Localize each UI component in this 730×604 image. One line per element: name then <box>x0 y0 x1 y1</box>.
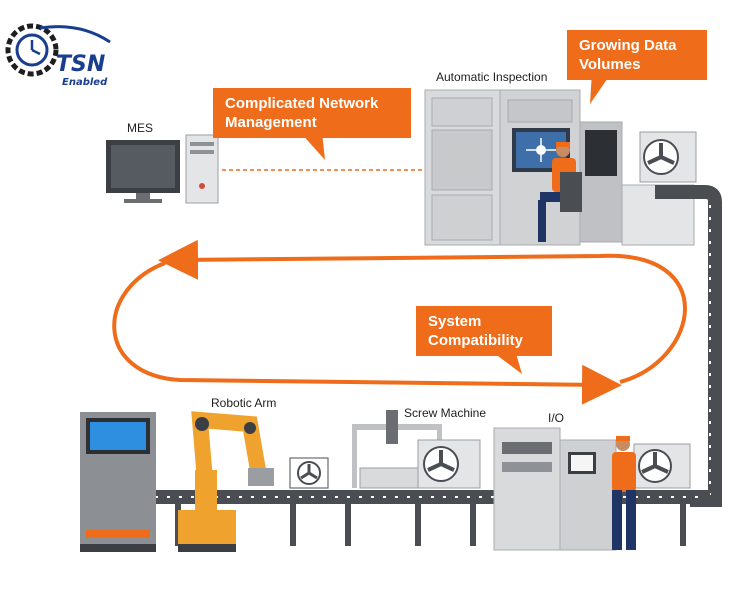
robotic-arm-label: Robotic Arm <box>211 396 277 410</box>
callout-network-line1: Complicated Network <box>225 95 379 112</box>
logo-title: TSN <box>56 52 106 77</box>
callout-system-compatibility: System Compatibility <box>416 306 552 356</box>
mes-label: MES <box>127 121 154 135</box>
io-cabinet <box>493 427 691 551</box>
screw-machine <box>352 410 481 489</box>
callout-compat-line1: System <box>428 313 482 330</box>
logo-subtitle: Enabled <box>62 77 108 88</box>
automatic-inspection-label: Automatic Inspection <box>436 70 548 84</box>
callout-network-management: Complicated Network Management <box>213 88 411 138</box>
callout-growing-data: Growing Data Volumes <box>567 30 707 80</box>
mes-computer-icon <box>106 134 219 204</box>
volumes-callout-pointer <box>590 72 612 104</box>
tsn-logo-icon <box>5 23 111 77</box>
callout-volumes-line1: Growing Data <box>579 37 677 54</box>
robotic-arm <box>178 411 274 552</box>
callout-volumes-line2: Volumes <box>579 56 641 73</box>
network-callout-pointer <box>300 132 325 160</box>
fan-unit <box>289 457 329 489</box>
control-terminal <box>80 412 156 552</box>
cycle-arrow-bottom <box>112 261 622 405</box>
io-label: I/O <box>548 411 565 425</box>
cycle-arrow-top <box>158 239 687 384</box>
compat-callout-pointer <box>490 350 522 374</box>
callout-compat-line2: Compatibility <box>428 332 524 349</box>
automatic-inspection-machine <box>424 89 697 246</box>
screw-machine-label: Screw Machine <box>404 406 487 420</box>
return-conveyor <box>655 185 722 507</box>
callout-network-line2: Management <box>225 114 317 131</box>
